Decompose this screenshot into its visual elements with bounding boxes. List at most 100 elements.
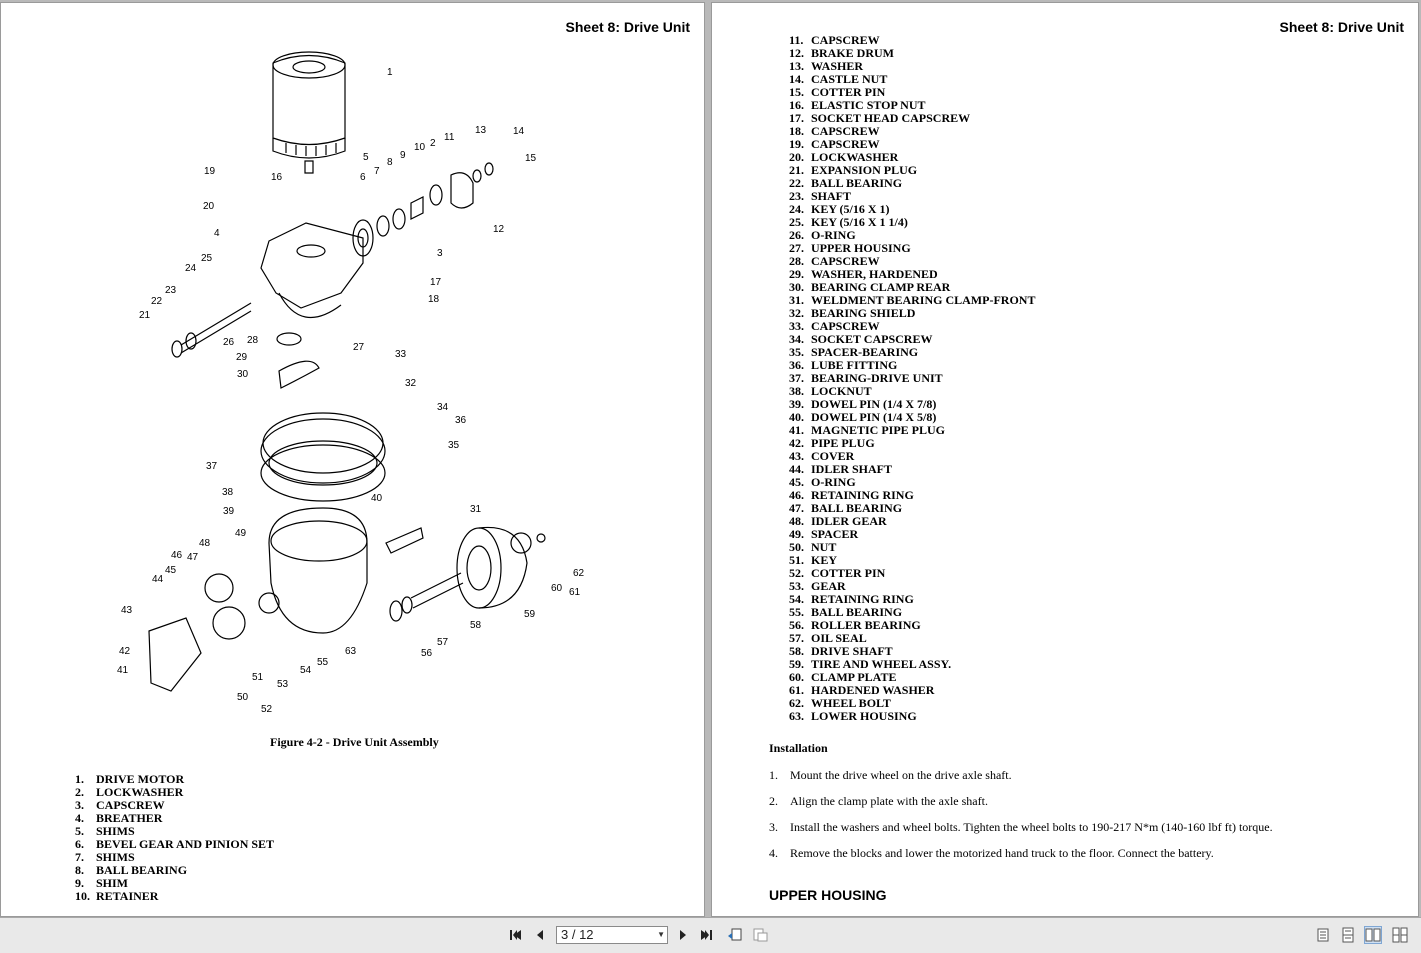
part-name: NUT bbox=[811, 540, 837, 554]
part-name: KEY (5/16 X 1) bbox=[811, 202, 890, 216]
parts-list-item: 35.SPACER-BEARING bbox=[789, 346, 1035, 359]
parts-list-item: 59.TIRE AND WHEEL ASSY. bbox=[789, 658, 1035, 671]
first-page-icon[interactable] bbox=[506, 926, 524, 944]
part-name: IDLER SHAFT bbox=[811, 462, 893, 476]
parts-list-item: 38.LOCKNUT bbox=[789, 385, 1035, 398]
part-name: BEARING-DRIVE UNIT bbox=[811, 371, 943, 385]
parts-list-item: 63.LOWER HOUSING bbox=[789, 710, 1035, 723]
part-name: WELDMENT BEARING CLAMP-FRONT bbox=[811, 293, 1036, 307]
figure-callout-label: 28 bbox=[247, 335, 259, 346]
figure-callout-label: 27 bbox=[353, 342, 365, 353]
part-name: RETAINER bbox=[96, 889, 159, 903]
part-name: ELASTIC STOP NUT bbox=[811, 98, 926, 112]
single-page-icon[interactable] bbox=[1314, 926, 1332, 944]
part-name: CAPSCREW bbox=[811, 33, 880, 47]
figure-callout-label: 53 bbox=[277, 679, 289, 690]
figure-callout-label: 19 bbox=[204, 166, 216, 177]
part-number: 32. bbox=[789, 306, 804, 320]
part-number: 52. bbox=[789, 566, 804, 580]
part-number: 43. bbox=[789, 449, 804, 463]
part-number: 47. bbox=[789, 501, 804, 515]
part-number: 2. bbox=[75, 785, 84, 799]
figure-callout-label: 39 bbox=[223, 506, 235, 517]
parts-list-item: 7.SHIMS bbox=[75, 851, 274, 864]
parts-list-item: 17.SOCKET HEAD CAPSCREW bbox=[789, 112, 1035, 125]
part-number: 20. bbox=[789, 150, 804, 164]
previous-view-icon[interactable] bbox=[726, 926, 744, 944]
previous-page-icon[interactable] bbox=[531, 926, 549, 944]
figure-callout-label: 51 bbox=[252, 672, 264, 683]
step-number: 4. bbox=[769, 846, 778, 860]
figure-callout-label: 21 bbox=[139, 310, 151, 321]
parts-list-item: 28.CAPSCREW bbox=[789, 255, 1035, 268]
chevron-down-icon[interactable]: ▼ bbox=[657, 930, 665, 939]
part-number: 63. bbox=[789, 709, 804, 723]
figure-callout-label: 18 bbox=[428, 294, 440, 305]
figure-callout-label: 47 bbox=[187, 552, 199, 563]
part-number: 8. bbox=[75, 863, 84, 877]
part-name: CAPSCREW bbox=[811, 254, 880, 268]
figure-callout-label: 34 bbox=[437, 402, 449, 413]
part-number: 7. bbox=[75, 850, 84, 864]
part-number: 61. bbox=[789, 683, 804, 697]
part-name: SHIMS bbox=[96, 824, 135, 838]
figure-callout-label: 36 bbox=[455, 415, 467, 426]
figure-callout-label: 52 bbox=[261, 704, 273, 715]
figure-callout-label: 4 bbox=[214, 228, 220, 239]
part-number: 34. bbox=[789, 332, 804, 346]
part-number: 23. bbox=[789, 189, 804, 203]
part-name: IDLER GEAR bbox=[811, 514, 887, 528]
part-number: 5. bbox=[75, 824, 84, 838]
part-number: 21. bbox=[789, 163, 804, 177]
tire-and-wheel-drawing bbox=[456, 527, 502, 609]
parts-list-item: 32.BEARING SHIELD bbox=[789, 307, 1035, 320]
part-name: COTTER PIN bbox=[811, 566, 886, 580]
part-number: 58. bbox=[789, 644, 804, 658]
part-name: BALL BEARING bbox=[811, 605, 903, 619]
figure-callout-label: 8 bbox=[387, 157, 393, 168]
figure-callout-label: 33 bbox=[395, 349, 407, 360]
part-number: 15. bbox=[789, 85, 804, 99]
figure-callout-label: 50 bbox=[237, 692, 249, 703]
bearing-clamp-front-drawing bbox=[385, 527, 424, 554]
parts-list-item: 5. SHIMS bbox=[75, 825, 274, 838]
figure-callout-label: 56 bbox=[421, 648, 433, 659]
document-viewport[interactable]: Sheet 8: Drive Unit bbox=[0, 0, 1421, 917]
continuous-facing-icon[interactable] bbox=[1391, 926, 1409, 944]
last-page-icon[interactable] bbox=[698, 926, 716, 944]
parts-list-item: 24.KEY (5/16 X 1) bbox=[789, 203, 1035, 216]
page-number-input[interactable]: 3 / 12 ▼ bbox=[556, 926, 668, 944]
parts-list-item: 44.IDLER SHAFT bbox=[789, 463, 1035, 476]
parts-list-item: 15. COTTER PIN bbox=[789, 86, 1035, 99]
part-name: LOCKWASHER bbox=[96, 785, 184, 799]
figure-callout-label: 60 bbox=[551, 583, 563, 594]
parts-list-item: 23.SHAFT bbox=[789, 190, 1035, 203]
figure-parts-drawing bbox=[148, 51, 546, 692]
part-name: COTTER PIN bbox=[811, 85, 886, 99]
figure-callout-label: 55 bbox=[317, 657, 329, 668]
part-number: 40. bbox=[789, 410, 804, 424]
part-number: 11. bbox=[789, 33, 804, 47]
part-name: COVER bbox=[811, 449, 855, 463]
figure-callout-label: 22 bbox=[151, 296, 163, 307]
next-page-icon[interactable] bbox=[674, 926, 692, 944]
installation-step: 4.Remove the blocks and lower the motori… bbox=[769, 846, 1273, 872]
parts-list-item: 52. COTTER PIN bbox=[789, 567, 1035, 580]
facing-pages-icon[interactable] bbox=[1364, 926, 1382, 944]
part-name: DOWEL PIN (1/4 X 7/8) bbox=[811, 397, 937, 411]
parts-list-item: 9.SHIM bbox=[75, 877, 274, 890]
installation-heading: Installation bbox=[769, 741, 828, 755]
step-number: 2. bbox=[769, 794, 778, 808]
figure-callout-label: 9 bbox=[400, 150, 406, 161]
part-number: 51. bbox=[789, 553, 804, 567]
continuous-icon[interactable] bbox=[1339, 926, 1357, 944]
next-view-icon[interactable] bbox=[751, 926, 769, 944]
part-number: 50. bbox=[789, 540, 804, 554]
step-number: 1. bbox=[769, 768, 778, 782]
parts-list-item: 12.BRAKE DRUM bbox=[789, 47, 1035, 60]
part-number: 6. bbox=[75, 837, 84, 851]
bevel-gear-drawing bbox=[352, 219, 374, 257]
